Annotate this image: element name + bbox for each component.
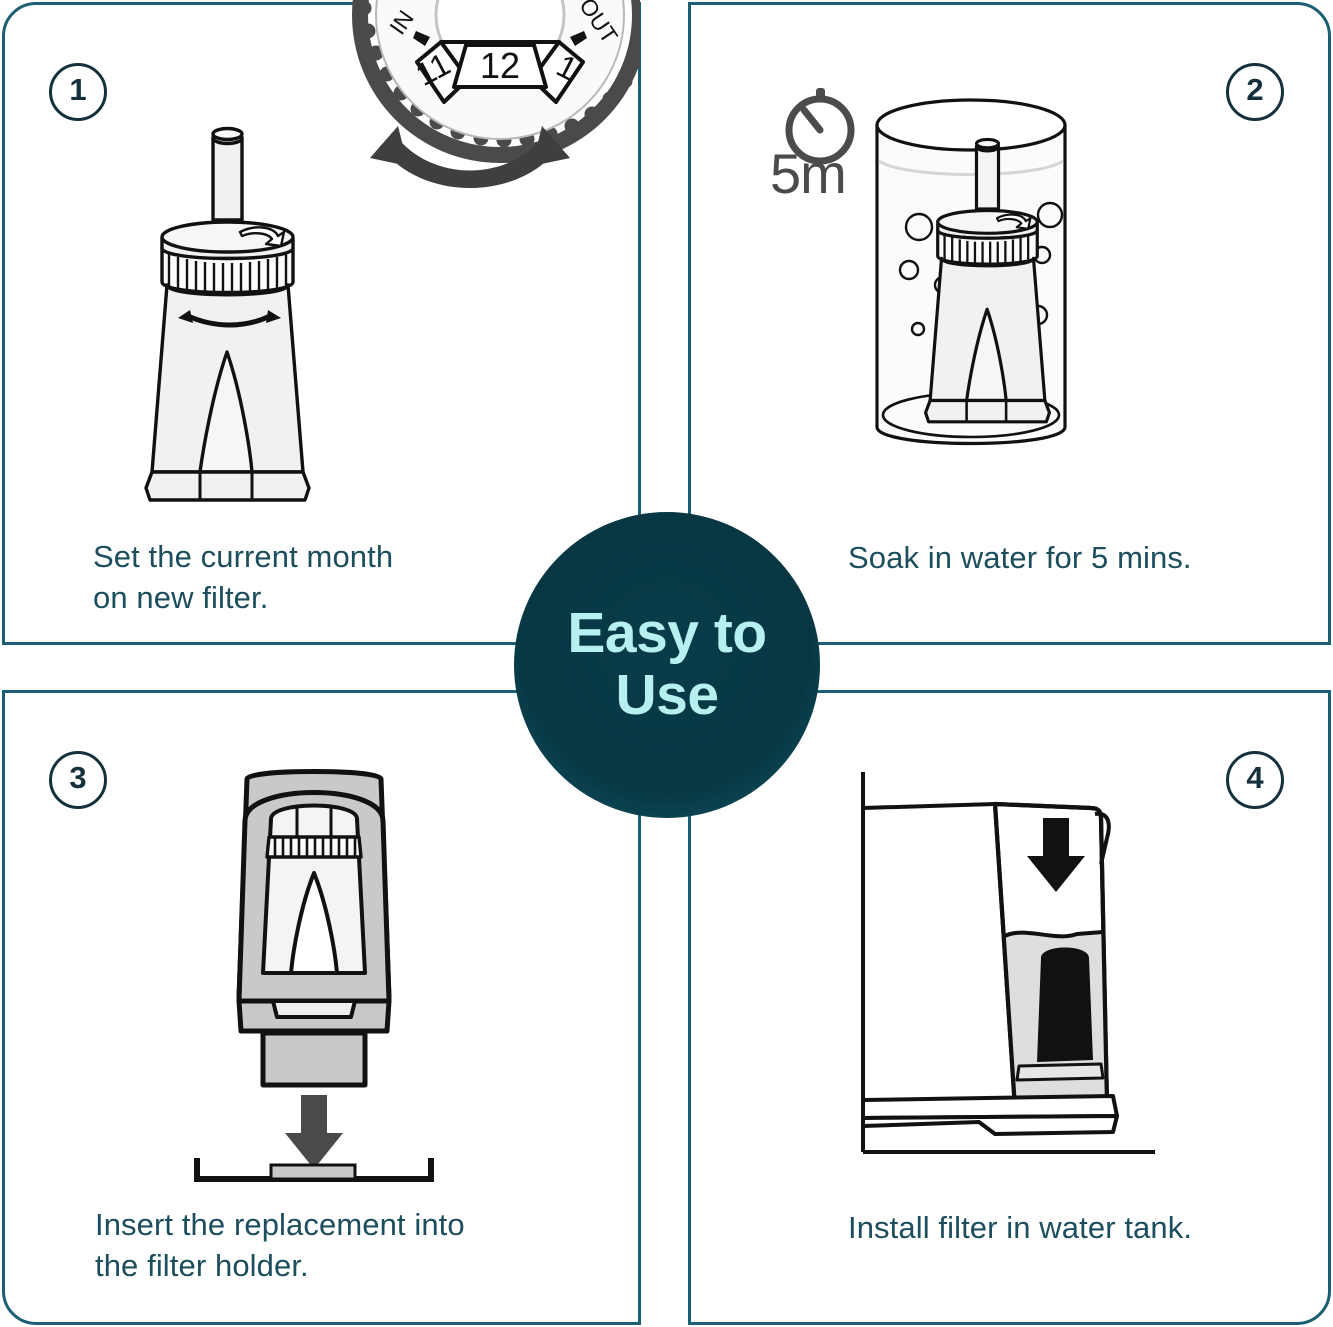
caption-step-4: Install filter in water tank. (848, 1210, 1193, 1245)
caption-step-2: Soak in water for 5 mins. (848, 540, 1192, 575)
stopwatch-icon (775, 85, 865, 165)
caption-step-1: Set the current month on new filter. (93, 539, 394, 615)
cap-turn-arrow-icon (238, 226, 286, 248)
dial-in-arrow-icon (413, 31, 430, 46)
center-badge-text: Easy to Use (567, 601, 767, 727)
caption-step-3: Insert the replacement into the filter h… (95, 1207, 465, 1283)
water-filter-cartridge (144, 126, 311, 502)
illustration-filter-holder-insertion (175, 765, 475, 1185)
installed-filter-silhouette (1037, 947, 1093, 1062)
insertion-arrow-icon (285, 1095, 343, 1169)
dial-month-current: 12 (480, 45, 520, 86)
dial-out-arrow-icon (570, 31, 587, 46)
center-badge: Easy to Use (514, 512, 820, 818)
illustration-filter-with-month-dial: 12 11 1 IN OUT (110, 0, 640, 530)
body-turn-arrow-icon (185, 313, 273, 328)
step-badge-1: 1 (49, 63, 107, 121)
slot-pad (269, 1163, 357, 1181)
rotation-arrow-icon (370, 126, 570, 188)
install-arrow-icon (1027, 818, 1085, 892)
step-badge-3: 3 (49, 751, 107, 809)
step-badge-4: 4 (1226, 751, 1284, 809)
month-dial-icon: 12 11 1 IN OUT (352, 0, 640, 163)
timer-label: 5m (770, 142, 847, 205)
illustration-water-tank (855, 760, 1205, 1180)
step-badge-2: 2 (1226, 63, 1284, 121)
illustration-filter-soaking (755, 75, 1115, 475)
